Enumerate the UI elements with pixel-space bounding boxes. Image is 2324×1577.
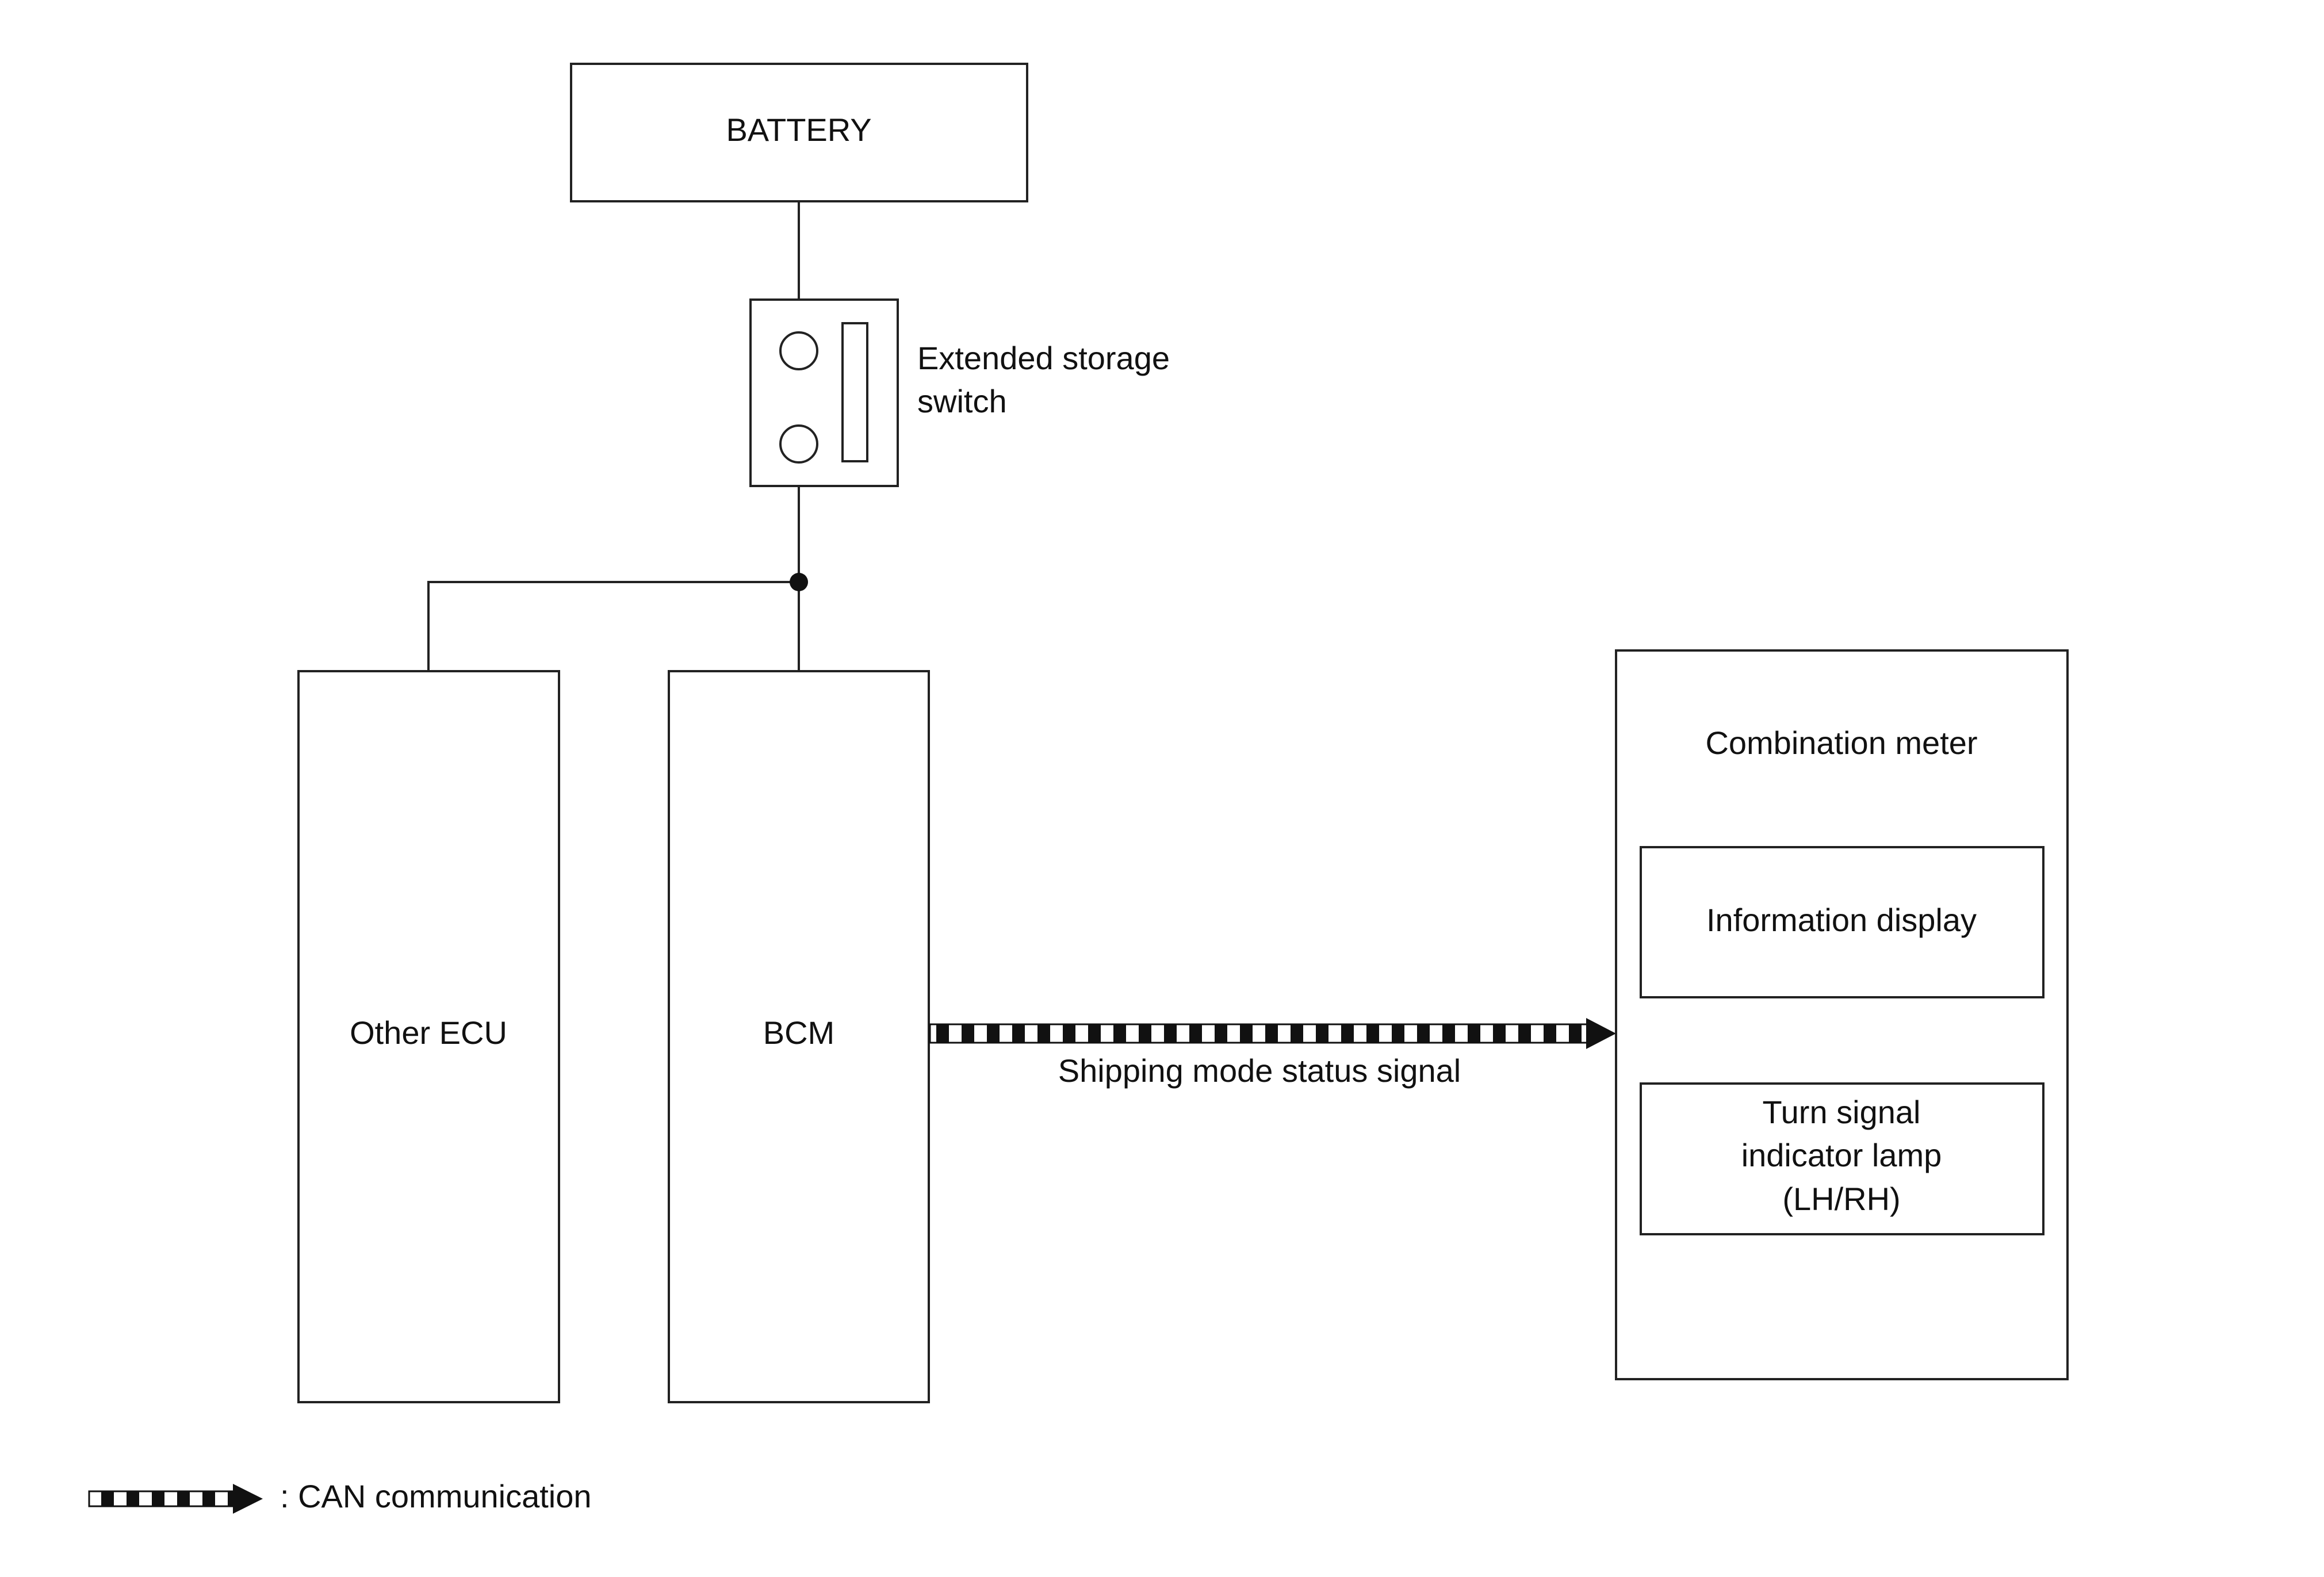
combination-meter-label: Combination meter (1705, 725, 1977, 761)
can-arrowhead (1586, 1018, 1616, 1049)
other-ecu-label: Other ECU (350, 1015, 507, 1051)
signal-label: Shipping mode status signal (1058, 1052, 1461, 1089)
legend: : CAN communication (88, 1478, 592, 1514)
turn-signal-label-line2: indicator lamp (1741, 1137, 1942, 1173)
combination-meter-box: Combination meter Information display Tu… (1615, 649, 2069, 1380)
information-display-label: Information display (1706, 902, 1977, 938)
switch-label-line2: switch (917, 383, 1007, 419)
information-display-box: Information display (1640, 846, 2044, 998)
extended-storage-switch (749, 298, 899, 487)
bcm-box: BCM (668, 670, 930, 1403)
can-signal-arrow (929, 1018, 1616, 1049)
wire-junction-to-other-ecu (427, 581, 799, 671)
legend-arrowhead (233, 1484, 263, 1514)
switch-label-line1: Extended storage (917, 340, 1170, 376)
battery-label: BATTERY (726, 112, 871, 148)
switch-terminal-lower (779, 424, 818, 464)
legend-can-line (88, 1490, 234, 1507)
other-ecu-box: Other ECU (297, 670, 560, 1403)
battery-box: BATTERY (570, 63, 1028, 202)
legend-label: : CAN communication (280, 1478, 592, 1514)
turn-signal-label-line1: Turn signal (1763, 1094, 1921, 1130)
switch-terminal-upper (779, 331, 818, 370)
bcm-label: BCM (763, 1015, 834, 1051)
junction-dot (790, 573, 808, 591)
turn-signal-label-line3: (LH/RH) (1782, 1181, 1900, 1217)
turn-signal-lamp-box: Turn signal indicator lamp (LH/RH) (1640, 1082, 2044, 1235)
switch-slider (841, 322, 868, 462)
